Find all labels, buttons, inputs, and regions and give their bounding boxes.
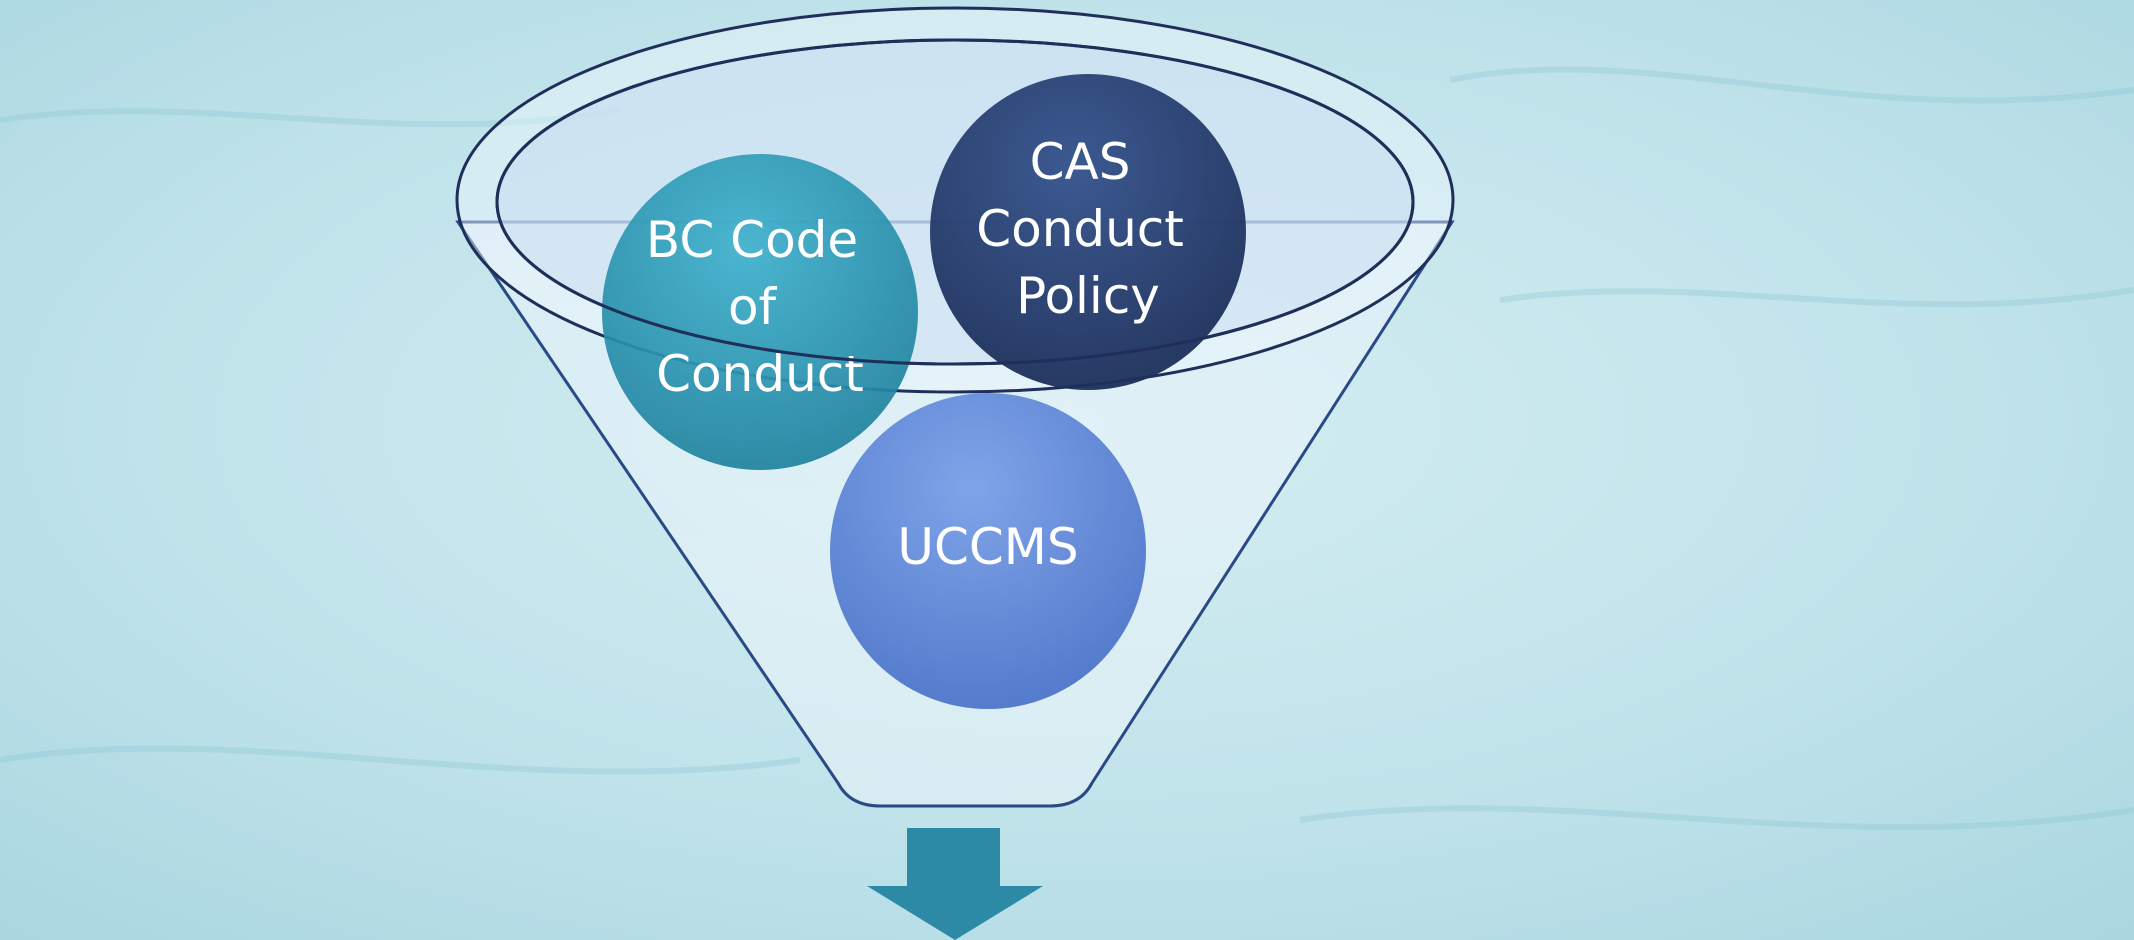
bc-code-circle: BC Code of Conduct <box>602 154 918 470</box>
bc-line-1: BC Code <box>646 211 858 269</box>
cas-line-2: Conduct <box>976 200 1184 258</box>
water-ripples <box>0 66 2134 831</box>
cas-policy-label: CAS Conduct Policy <box>976 133 1200 325</box>
cas-line-1: CAS <box>1030 133 1131 191</box>
bc-code-label: BC Code of Conduct <box>646 211 874 403</box>
cas-line-3: Policy <box>1016 267 1160 325</box>
bc-line-3: Conduct <box>656 345 864 403</box>
down-arrow <box>867 828 1043 940</box>
bc-line-2: of <box>728 278 778 336</box>
uccms-circle: UCCMS <box>830 393 1146 709</box>
uccms-label: UCCMS <box>897 518 1078 576</box>
funnel-opening-edge <box>495 38 1415 366</box>
cas-policy-circle: CAS Conduct Policy <box>930 74 1246 390</box>
uccms-line-1: UCCMS <box>897 518 1078 576</box>
